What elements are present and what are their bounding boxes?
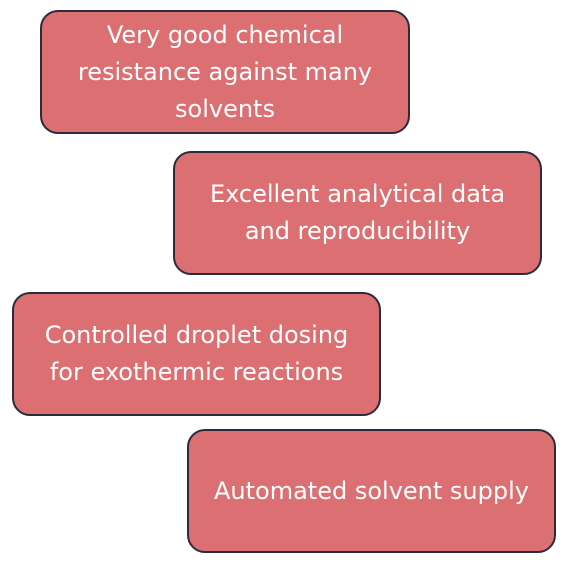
feature-box-solvent-supply: Automated solvent supply: [187, 429, 556, 553]
feature-text-analytical-data: Excellent analytical data and reproducib…: [209, 180, 506, 245]
feature-text-droplet-dosing: Controlled droplet dosing for exothermic…: [44, 321, 349, 386]
feature-box-chemical-resistance: Very good chemical resistance against ma…: [40, 10, 410, 134]
feature-box-analytical-data: Excellent analytical data and reproducib…: [173, 151, 542, 275]
feature-text-chemical-resistance: Very good chemical resistance against ma…: [77, 20, 373, 123]
feature-text-solvent-supply: Automated solvent supply: [214, 476, 529, 505]
feature-box-droplet-dosing: Controlled droplet dosing for exothermic…: [12, 292, 381, 416]
